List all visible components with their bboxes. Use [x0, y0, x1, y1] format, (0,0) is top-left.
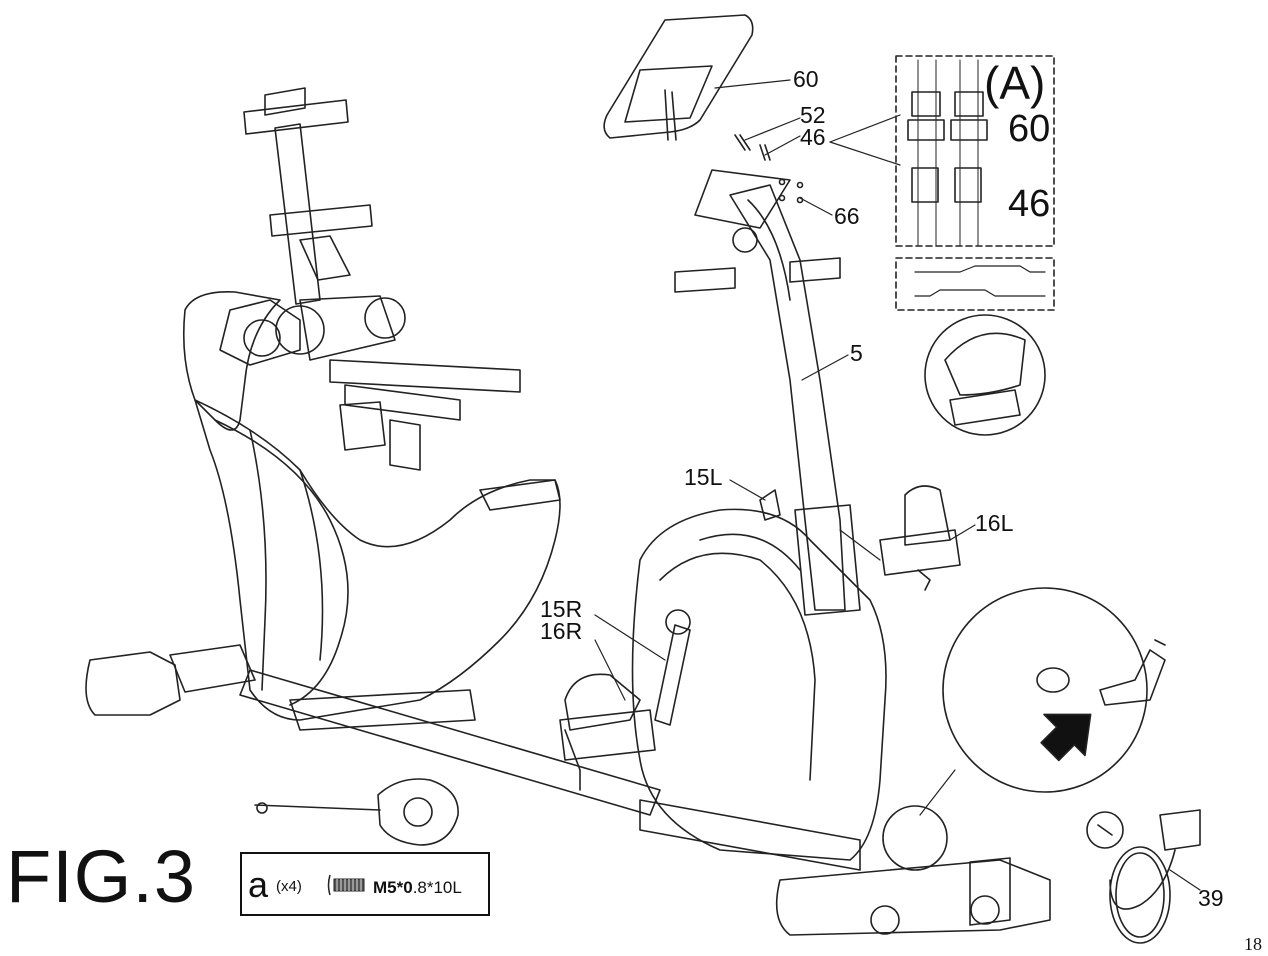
hardware-spec: M5*0.8*10L — [373, 878, 462, 898]
part-label-39: 39 — [1198, 885, 1224, 911]
crank-15L — [759, 489, 781, 521]
callout-a-label-60: 60 — [1008, 108, 1051, 150]
seat-slider — [219, 295, 521, 471]
part-label-15R: 15R — [540, 596, 583, 622]
hardware-spec-bold: M5*0 — [373, 878, 413, 897]
callout-a-box — [895, 55, 1055, 247]
hardware-box: a (x4) M5*0.8*10L — [240, 852, 490, 916]
power-adapter-drawing — [1086, 809, 1201, 944]
screw-icon — [327, 874, 365, 896]
jack-location-circle — [882, 805, 948, 871]
part-label-60: 60 — [793, 66, 819, 92]
page-number: 18 — [1244, 934, 1262, 954]
part-label-46: 46 — [800, 124, 826, 150]
part-label-5: 5 — [850, 340, 863, 366]
callout-a-title: (A) — [984, 57, 1046, 109]
part-label-66: 66 — [834, 203, 860, 229]
arrow-icon — [1040, 713, 1092, 762]
part-label-16L: 16L — [975, 510, 1014, 536]
hardware-letter: a — [248, 864, 269, 905]
wrench-drawing — [254, 778, 459, 846]
cable-detail — [914, 265, 1046, 297]
part-label-16R: 16R — [540, 618, 583, 644]
seat-backrest-post — [243, 87, 373, 305]
part-label-52: 52 — [800, 102, 826, 128]
pedal-left-drawing — [879, 485, 961, 591]
part-label-15L: 15L — [684, 464, 723, 490]
figure-title: FIG.3 — [6, 835, 197, 918]
rear-shroud — [182, 291, 561, 731]
base-frame — [85, 644, 1051, 936]
hardware-quantity: (x4) — [276, 878, 302, 895]
front-shroud — [631, 508, 887, 861]
cable-detail-box — [895, 257, 1055, 311]
console-drawing — [603, 14, 771, 161]
pedal-strap-detail — [924, 314, 1046, 436]
leader-lines — [594, 79, 1201, 891]
power-jack-detail — [942, 587, 1166, 793]
upright-mast — [674, 169, 861, 616]
hardware-spec-rest: .8*10L — [412, 878, 462, 897]
callout-a-label-46: 46 — [1008, 183, 1051, 225]
pedal-right-drawing — [559, 673, 656, 791]
